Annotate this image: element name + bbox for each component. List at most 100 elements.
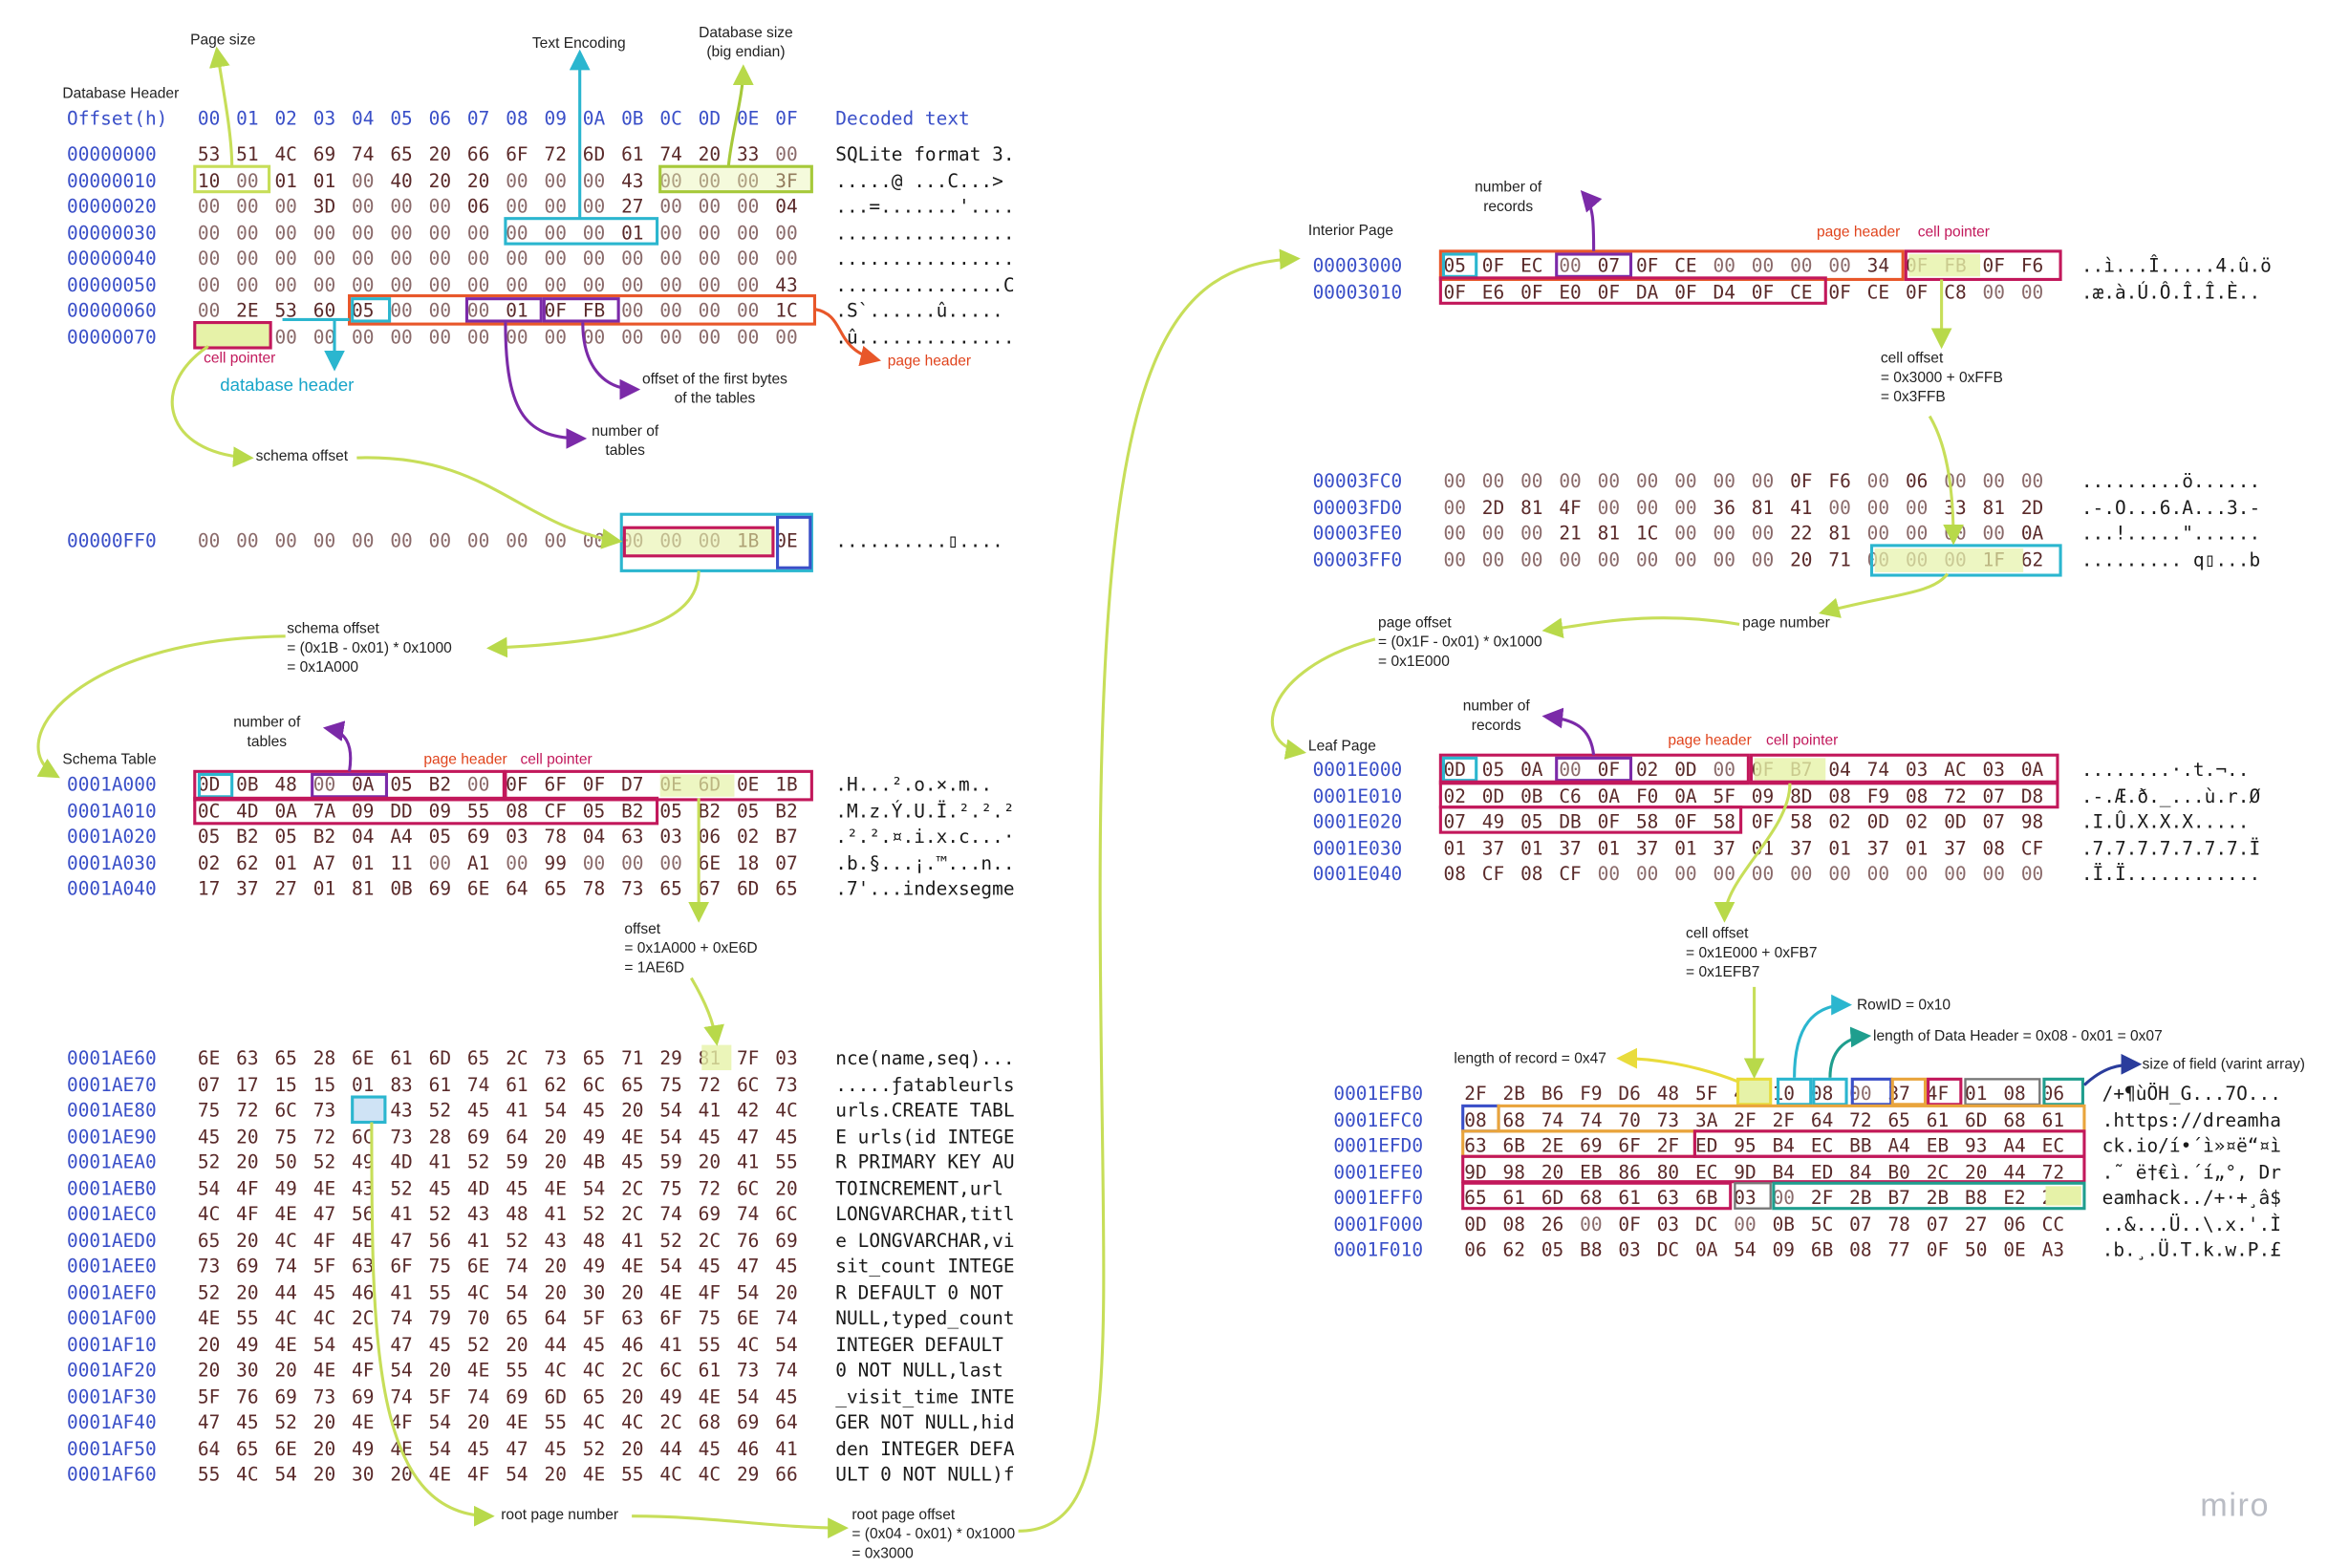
hex-byte: 00: [428, 528, 452, 552]
hex-byte: 52: [274, 1410, 297, 1433]
hex-byte: 4C: [582, 1358, 606, 1382]
schema-offset-arrow: [356, 456, 623, 549]
decoded-text: ........·.t.¬..: [2080, 758, 2250, 781]
hex-byte: 51: [236, 142, 259, 165]
hex-byte: 75: [428, 1254, 452, 1278]
cell-offset-calc-label: offset = 0x1A000 + 0xE6D = 1AE6D: [624, 921, 758, 977]
hex-byte: 00: [1597, 495, 1621, 519]
column-header-byte: 0F: [775, 107, 798, 130]
hex-byte: 79: [428, 1306, 452, 1329]
hex-byte: EC: [1520, 254, 1543, 277]
hex-byte: 06: [2041, 1082, 2065, 1105]
hex-byte: 00: [698, 324, 722, 348]
hex-byte: 04: [582, 825, 606, 848]
hex-byte: 0F: [1926, 1237, 1950, 1261]
hex-byte: 43: [775, 272, 798, 295]
hex-byte: 00: [1674, 522, 1697, 545]
hex-byte: 00: [274, 528, 297, 552]
hex-byte: 17: [197, 876, 221, 900]
hex-offset: 0001F010: [1333, 1237, 1424, 1261]
hex-byte: 4C: [313, 1306, 336, 1329]
record-length-box: [1735, 1077, 1773, 1106]
hex-byte: 00: [313, 247, 336, 269]
hex-byte: 08: [1810, 1082, 1834, 1105]
page-offset-arrow: [1541, 616, 1740, 639]
hex-byte: 4E: [659, 1280, 682, 1303]
hex-byte: 08: [1443, 862, 1466, 885]
hex-byte: 4E: [428, 1462, 452, 1486]
hex-byte: 2C: [621, 1358, 644, 1382]
page-number-arrow: [1818, 572, 1950, 618]
hex-byte: 0D: [197, 772, 221, 796]
hex-byte: 01: [1828, 836, 1851, 859]
hex-byte: 69: [428, 876, 452, 900]
hex-byte: 00: [466, 528, 490, 552]
hex-byte: 00: [1559, 469, 1582, 492]
hex-byte: 1B: [775, 772, 798, 796]
hex-offset: 00003FC0: [1312, 469, 1403, 492]
hex-byte: 0F: [1751, 809, 1775, 833]
hex-byte: 20: [428, 168, 452, 191]
hex-byte: 78: [1887, 1212, 1910, 1235]
hex-byte: 05: [582, 799, 606, 822]
hex-byte: 65: [274, 1046, 297, 1069]
hex-byte: 00: [582, 247, 606, 269]
hex-byte: 0F: [1520, 280, 1543, 303]
hex-byte: 00: [698, 298, 722, 322]
hex-offset: 0001E030: [1312, 836, 1403, 859]
field-size-label: size of field (varint array): [2142, 1057, 2305, 1074]
hex-byte: 49: [352, 1150, 375, 1173]
hex-byte: 00: [506, 272, 528, 295]
hex-byte: 00: [544, 324, 567, 348]
hex-byte: 50: [274, 1150, 297, 1173]
hex-byte: 55: [506, 1358, 528, 1382]
hex-offset: 0001AEA0: [67, 1150, 157, 1173]
hex-byte: 66: [466, 142, 490, 165]
hex-byte: 52: [428, 1202, 452, 1225]
hex-byte: 0F: [1982, 254, 2005, 277]
hex-byte: 00: [466, 247, 490, 269]
decoded-text: SQLite format 3.: [835, 142, 1015, 165]
hex-byte: 69: [466, 825, 490, 848]
hex-byte: 55: [544, 1410, 567, 1433]
hex-byte: 86: [1618, 1160, 1641, 1183]
hex-byte: 6D: [1965, 1107, 1988, 1131]
hex-byte: 45: [698, 1254, 722, 1278]
column-header-byte: 03: [313, 107, 336, 130]
hex-byte: 37: [1713, 836, 1735, 859]
decoded-text: .S`......û.....: [835, 298, 1003, 322]
hex-byte: 00: [582, 168, 606, 191]
hex-offset: 0001EFD0: [1333, 1133, 1424, 1157]
decoded-text: .˜ ë†€ì.´í„°, Dr: [2102, 1160, 2281, 1183]
hex-byte: 4E: [197, 1306, 221, 1329]
hex-byte: 69: [352, 1385, 375, 1407]
hex-byte: 45: [775, 1124, 798, 1148]
hex-byte: BB: [1849, 1133, 1872, 1157]
hex-byte: 4C: [582, 1410, 606, 1433]
hex-byte: B2: [236, 825, 259, 848]
decoded-text: INTEGER DEFAULT: [835, 1332, 1003, 1355]
hex-byte: 00: [1982, 280, 2005, 303]
hex-byte: 00: [621, 324, 644, 348]
hex-byte: 0A: [352, 772, 375, 796]
decoded-text: .b.§...¡.™...n..: [835, 850, 1015, 873]
hex-byte: 98: [2020, 809, 2044, 833]
hex-byte: 72: [2041, 1160, 2065, 1183]
hex-byte: 61: [1618, 1186, 1641, 1209]
hex-byte: 81: [352, 876, 375, 900]
hex-byte: 61: [390, 1046, 413, 1069]
hex-byte: 99: [544, 850, 567, 873]
column-header-byte: 05: [390, 107, 413, 130]
hex-byte: 0A: [1597, 784, 1621, 806]
hex-byte: 00: [1481, 469, 1505, 492]
hex-byte: 4E: [352, 1228, 375, 1252]
hex-byte: 73: [313, 1385, 336, 1407]
hex-byte: 58: [1713, 809, 1735, 833]
hex-row: 00003000050FEC00070FCE00000000340FFB0FF6…: [1313, 252, 2328, 278]
hex-byte: 6D: [428, 1046, 452, 1069]
hex-byte: 54: [659, 1124, 682, 1148]
